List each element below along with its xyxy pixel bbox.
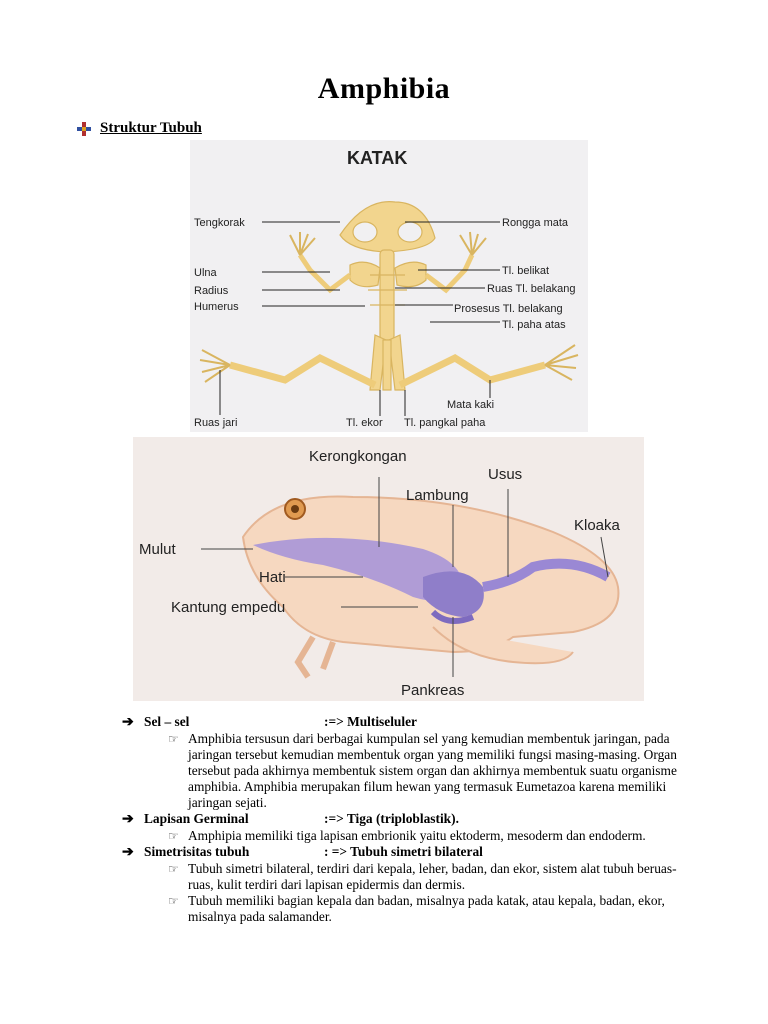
label-hati: Hati (259, 569, 286, 586)
item-simetri: ➔ Simetrisitas tubuh : => Tubuh simetri … (122, 844, 682, 861)
description-list: ➔ Sel – sel :=> Multiseluler ☞ Amphibia … (122, 714, 682, 925)
label-rongga-mata: Rongga mata (502, 217, 569, 229)
item-bullet: ☞ Amphipia memiliki tiga lapisan embrion… (122, 828, 682, 844)
label-tl-pangkal-paha: Tl. pangkal paha (404, 417, 486, 429)
label-mulut: Mulut (139, 541, 177, 558)
bullet-text: Tubuh memiliki bagian kepala dan badan, … (188, 893, 682, 925)
frog-skeleton-drawing (200, 202, 578, 390)
section-label: Struktur Tubuh (100, 120, 202, 137)
label-kerongkongan: Kerongkongan (309, 448, 407, 465)
hand-pointer-icon: ☞ (168, 828, 188, 844)
bullet-text: Tubuh simetri bilateral, terdiri dari ke… (188, 861, 682, 893)
item-bullet: ☞ Amphibia tersusun dari berbagai kumpul… (122, 731, 682, 811)
bullet-text: Amphipia memiliki tiga lapisan embrionik… (188, 828, 682, 844)
item-value: : => Tubuh simetri bilateral (324, 844, 483, 860)
frog-body-drawing (243, 497, 618, 678)
item-sel: ➔ Sel – sel :=> Multiseluler (122, 714, 682, 731)
label-tengkorak: Tengkorak (194, 217, 245, 229)
label-humerus: Humerus (194, 301, 239, 313)
label-prosesus: Prosesus Tl. belakang (454, 303, 563, 315)
item-term: Sel – sel (144, 714, 324, 730)
arrow-icon: ➔ (122, 845, 144, 861)
item-bullet: ☞ Tubuh simetri bilateral, terdiri dari … (122, 861, 682, 893)
item-value: :=> Tiga (triploblastik). (324, 811, 459, 827)
item-bullet: ☞ Tubuh memiliki bagian kepala dan badan… (122, 893, 682, 925)
plus-bullet-icon (76, 121, 92, 137)
hand-pointer-icon: ☞ (168, 861, 188, 893)
label-lambung: Lambung (406, 487, 469, 504)
figure1-heading: KATAK (347, 148, 407, 168)
label-kloaka: Kloaka (574, 517, 621, 534)
label-tl-paha-atas: Tl. paha atas (502, 319, 566, 331)
label-ruas-tl-belakang: Ruas Tl. belakang (487, 283, 575, 295)
label-tl-belikat: Tl. belikat (502, 265, 549, 277)
label-radius: Radius (194, 285, 229, 297)
label-mata-kaki: Mata kaki (447, 399, 494, 411)
arrow-icon: ➔ (122, 715, 144, 731)
label-ulna: Ulna (194, 267, 218, 279)
item-term: Simetrisitas tubuh (144, 844, 324, 860)
hand-pointer-icon: ☞ (168, 893, 188, 925)
bullet-text: Amphibia tersusun dari berbagai kumpulan… (188, 731, 682, 811)
item-lapisan: ➔ Lapisan Germinal :=> Tiga (triploblast… (122, 811, 682, 828)
section-heading: Struktur Tubuh (76, 120, 202, 137)
label-usus: Usus (488, 466, 522, 483)
item-term: Lapisan Germinal (144, 811, 324, 827)
frog-digestive-figure: Kerongkongan Usus Lambung Kloaka Mulut H… (133, 437, 644, 701)
item-value: :=> Multiseluler (324, 714, 417, 730)
label-ruas-jari: Ruas jari (194, 417, 237, 429)
arrow-icon: ➔ (122, 812, 144, 828)
frog-skeleton-figure: KATAK (190, 140, 588, 432)
hand-pointer-icon: ☞ (168, 731, 188, 811)
page-title: Amphibia (0, 72, 768, 106)
label-pankreas: Pankreas (401, 682, 464, 699)
label-kantung-empedu: Kantung empedu (171, 599, 285, 616)
label-tl-ekor: Tl. ekor (346, 417, 383, 429)
